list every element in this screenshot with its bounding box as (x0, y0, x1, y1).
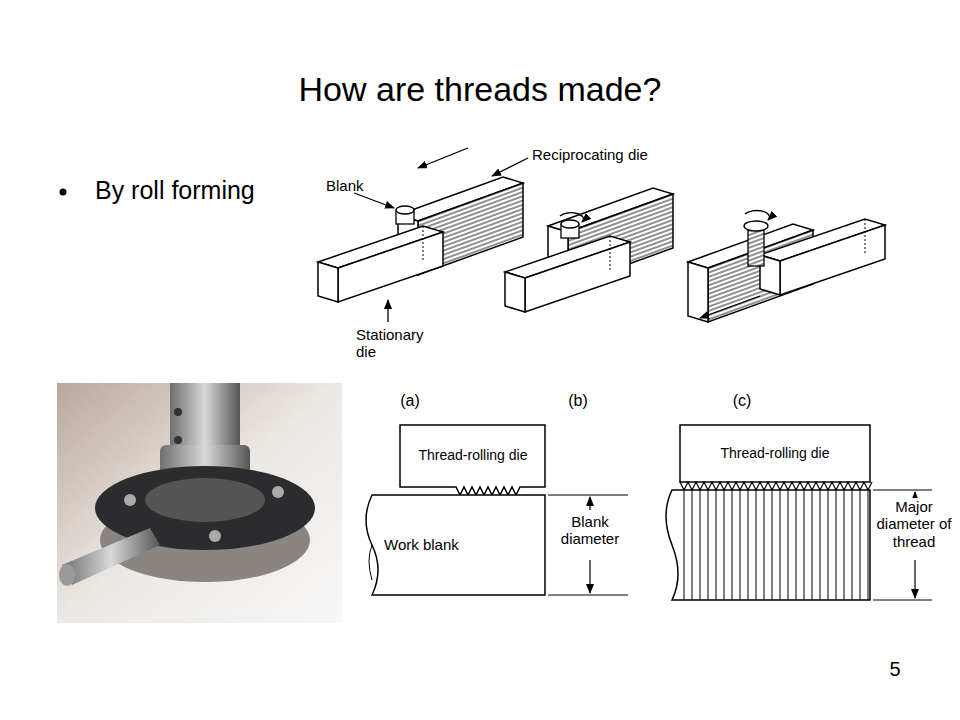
part-label: Blank (326, 177, 378, 194)
part-label: Thread-rolling die (405, 447, 541, 463)
part-label: Work blank (384, 536, 494, 553)
die-sketch-b (505, 188, 673, 312)
bullet-dot (60, 189, 67, 196)
page-number: 5 (880, 658, 910, 681)
bullet-text: By roll forming (95, 176, 305, 205)
dimension-label: Blank diameter (552, 513, 628, 548)
figure-letter: (c) (722, 392, 762, 410)
figure-letter: (a) (390, 392, 430, 410)
slide-title: How are threads made? (80, 70, 880, 109)
die-sketch-a (318, 148, 528, 322)
dimension-label: Major diameter of thread (874, 498, 954, 550)
part-label: Thread-rolling die (692, 445, 858, 461)
blank-rolling-detail (366, 425, 628, 595)
figure-letter: (b) (558, 392, 598, 410)
thread-rolling-tool-photo (57, 383, 342, 623)
part-label: Stationary die (356, 326, 438, 361)
part-label: Reciprocating die (532, 146, 682, 163)
die-sketch-c (688, 211, 885, 322)
